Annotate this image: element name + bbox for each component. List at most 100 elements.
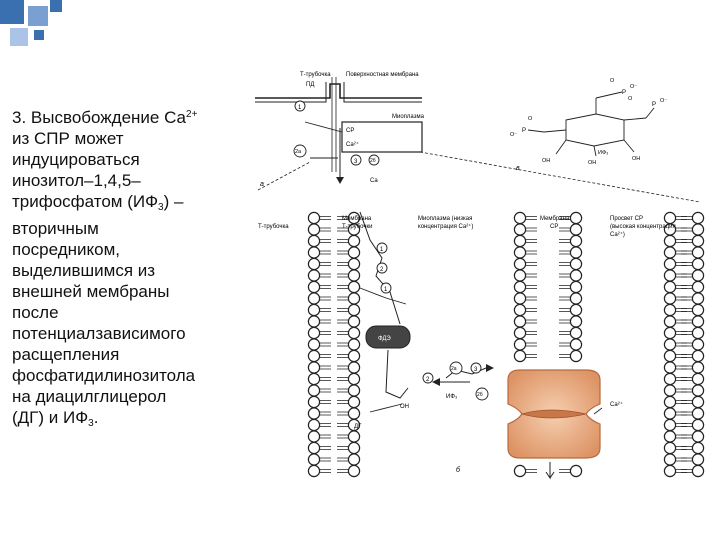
num-2b-a: 2б [370, 158, 376, 164]
svg-text:O⁻: O⁻ [510, 132, 517, 138]
lipid-head [691, 292, 705, 305]
lipid-head [307, 441, 321, 455]
lipid-head [513, 280, 527, 294]
letter-a: а [260, 181, 264, 188]
lipid-head [307, 407, 321, 420]
svg-text:в: в [516, 165, 520, 172]
panel-v-labels: P P P O⁻ O⁻ O⁻ O O O OH OH OH ИФ₃ в [510, 78, 667, 172]
lipid-head [307, 257, 321, 271]
lipid-head [691, 349, 705, 363]
svg-text:1: 1 [380, 247, 384, 253]
label-myoplasm-b-1: Миоплазма (низкая [418, 216, 472, 222]
lipid-head [691, 395, 705, 409]
lipid-head [663, 280, 677, 294]
slide-text-line: инозитол–1,4,5– [12, 171, 141, 190]
lipid-head [663, 453, 677, 466]
corner-square-tiny [34, 30, 44, 40]
slide-text-line: выделившимся из [12, 261, 156, 280]
svg-text:O: O [628, 96, 633, 102]
lipid-head [347, 315, 361, 328]
slide-number: 3. [12, 108, 27, 127]
lipid-head [691, 384, 705, 397]
lipid-head [663, 292, 677, 305]
svg-text:3: 3 [474, 367, 478, 373]
label-surface-membrane: Поверхностная мембрана [346, 72, 419, 78]
lipid-head [663, 269, 677, 282]
lipid-head [347, 326, 361, 340]
lipid-head [347, 338, 361, 351]
label-fde: ФДЭ [378, 336, 391, 342]
slide-text-line: потенциалзависимого [12, 324, 186, 343]
lipid-head [513, 234, 527, 248]
lipid-head [569, 464, 583, 478]
lipid-head [347, 464, 361, 478]
label-sr-lumen-3: Са²⁺) [610, 231, 625, 238]
svg-text:O⁻: O⁻ [660, 98, 667, 104]
slide-text-line: расщепления [12, 345, 120, 364]
label-sr-membrane-1: Мембрана [540, 216, 570, 222]
lipid-head [347, 430, 361, 443]
slide-text-line: фосфатидилинозитола [12, 366, 196, 385]
lipid-head [307, 338, 321, 351]
lipid-head [663, 303, 677, 317]
lipid-head [347, 280, 361, 294]
slide-text-line: внешней мембраны [12, 282, 170, 301]
svg-text:1: 1 [384, 287, 388, 293]
label-myoplasm-a: Миоплазма [392, 114, 425, 120]
num-3-a: 3 [354, 159, 358, 165]
lipid-head [663, 418, 677, 432]
svg-text:OH: OH [632, 156, 640, 162]
lipid-head [347, 246, 361, 259]
lipid-head [347, 441, 361, 455]
label-membrane-t-2: Т-трубочки [342, 224, 373, 230]
svg-text:O⁻: O⁻ [630, 84, 637, 90]
lipid-head [569, 223, 583, 236]
lipid-head [307, 326, 321, 340]
lipid-head [691, 303, 705, 317]
slide-text-line: индуцироваться [12, 150, 140, 169]
lipid-head [569, 303, 583, 317]
lipid-head [569, 338, 583, 351]
slide-text-line: после [12, 303, 59, 322]
lipid-head [347, 372, 361, 386]
corner-square-small [50, 0, 62, 12]
panel-v [527, 91, 655, 157]
t-tubule-bilayer [307, 211, 361, 478]
svg-text:P: P [652, 102, 656, 108]
lipid-head [307, 246, 321, 259]
label-sr-membrane-2: СР [550, 224, 558, 230]
lipid-head [347, 361, 361, 374]
lipid-head [513, 349, 527, 363]
lipid-head [513, 257, 527, 271]
label-sr-lumen-2: (высокая концентрация [610, 224, 676, 230]
lipid-head [569, 349, 583, 363]
num-2a-a: 2а [295, 149, 302, 155]
corner-square-dark [0, 0, 24, 24]
slide-text-line: трифосфатом (ИФ3) – [12, 192, 184, 213]
lipid-head [513, 464, 527, 478]
slide-text-line: на диацилглицерол [12, 387, 167, 406]
lipid-head [663, 361, 677, 374]
label-membrane-t-1: Мембрана [342, 216, 372, 222]
label-oh-b: OH [400, 404, 409, 410]
svg-text:O: O [610, 78, 615, 84]
lipid-head [569, 280, 583, 294]
lipid-head [691, 257, 705, 271]
lipid-head [691, 464, 705, 478]
slide-text-line: вторичным [12, 219, 99, 238]
lipid-head [307, 453, 321, 466]
lipid-head [307, 418, 321, 432]
lipid-head [663, 211, 677, 225]
lipid-head [691, 280, 705, 294]
lipid-head [663, 372, 677, 386]
lipid-head [347, 407, 361, 420]
lipid-head [569, 211, 583, 225]
lipid-head [569, 326, 583, 340]
sr-bilayer [513, 211, 705, 478]
lipid-head [513, 246, 527, 259]
lipid-head [347, 303, 361, 317]
lipid-head [663, 246, 677, 259]
label-t-tubule-b: Т-трубочка [258, 224, 289, 230]
lipid-head [569, 315, 583, 328]
